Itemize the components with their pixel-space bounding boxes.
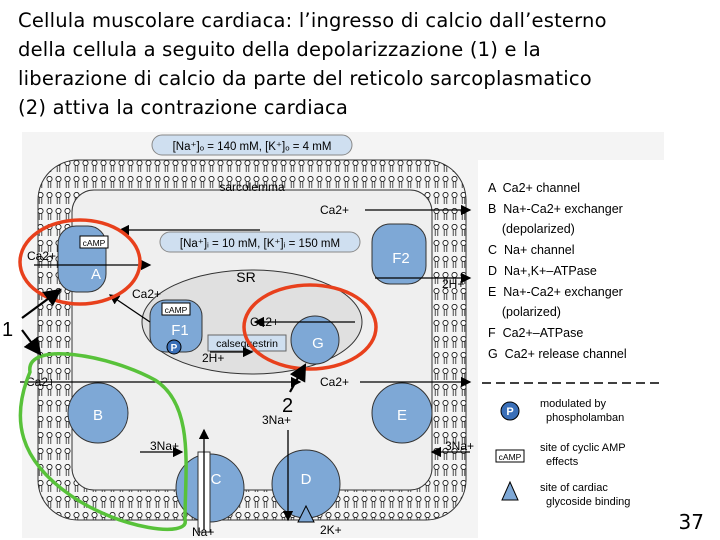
legend-item-a: A Ca2+ channel xyxy=(488,181,580,195)
channel-c-label: C xyxy=(211,471,222,488)
sr-label: SR xyxy=(236,269,255,285)
camp-label-f1: cAMP xyxy=(165,305,188,315)
legend-item-f: F Ca2+–ATPase xyxy=(488,326,583,340)
legend-item-d: D Na+,K+–ATPase xyxy=(488,264,597,278)
legend-item-b-sub: (depolarized) xyxy=(488,222,575,236)
channel-g-label: G xyxy=(312,335,324,352)
annotation-1-arrow-up xyxy=(21,288,62,319)
h-label-f1: 2H+ xyxy=(202,351,224,365)
highlight-exchanger xyxy=(18,352,188,531)
camp-site-a xyxy=(79,235,109,249)
channel-f2 xyxy=(371,223,427,285)
glycoside-site-d xyxy=(297,504,315,523)
channel-b-label: B xyxy=(93,407,103,424)
annotation-1-arrow-down xyxy=(21,329,42,356)
na-label-d: 3Na+ xyxy=(262,413,291,427)
ca-label-inside-sr: Ca2+ xyxy=(250,315,279,329)
cardiac-cell-diagram: [Na⁺]ₒ = 140 mM, [K⁺]ₒ = 4 mM sarcolemma… xyxy=(2,132,664,539)
intracellular-conc-label: [Na⁺]ᵢ = 10 mM, [K⁺]ᵢ = 150 mM xyxy=(180,238,340,250)
legend-panel xyxy=(478,160,664,538)
extracellular-conc-box xyxy=(151,134,353,156)
key-camp-line-1: site of cyclic AMP xyxy=(540,442,626,454)
title-line-2: della cellula a seguito della depolarizz… xyxy=(18,38,541,61)
na-label-e: 3Na+ xyxy=(445,439,474,453)
na-label-b: 3Na+ xyxy=(150,439,179,453)
legend-item-e-sub: (polarized) xyxy=(488,305,561,319)
key-phospholamban-line-2: phospholamban xyxy=(546,412,624,424)
highlight-release-channel xyxy=(242,283,378,371)
intracellular-conc-box xyxy=(159,231,361,253)
annotation-1: 1 xyxy=(2,319,13,341)
channel-a-label: A xyxy=(91,266,101,283)
glycoside-key-icon xyxy=(501,480,519,501)
camp-site-f1 xyxy=(161,302,191,316)
channel-e xyxy=(371,382,433,444)
phospholamban-site xyxy=(166,339,182,355)
page-number: 37 xyxy=(678,510,704,534)
ca-label-sr: Ca2+ xyxy=(132,287,161,301)
legend-item-c: C Na+ channel xyxy=(488,243,575,257)
legend-item-b: B Na+-Ca2+ exchanger xyxy=(488,202,623,216)
key-phospholamban-line-1: modulated by xyxy=(540,398,607,410)
calsequestrin-label: calsequestrin xyxy=(216,338,278,350)
channel-b xyxy=(67,382,129,444)
title-line-4: (2) attiva la contrazione cardiaca xyxy=(18,96,349,119)
channel-g xyxy=(290,315,340,365)
title-line-3: liberazione di calcio da parte del retic… xyxy=(18,67,592,90)
key-glycoside-line-1: site of cardiac xyxy=(540,482,608,494)
title-line-1: Cellula muscolare cardiaca: l’ingresso d… xyxy=(18,9,607,32)
ca-label-e: Ca2+ xyxy=(320,375,349,389)
phospholamban-key-p: P xyxy=(506,406,513,418)
na-label-c: Na+ xyxy=(192,525,214,539)
sarcolemma-label: sarcolemma xyxy=(219,180,285,194)
highlight-ca-channel xyxy=(18,218,142,306)
annotation-2-arrow xyxy=(289,363,307,393)
k-label-d: 2K+ xyxy=(320,523,342,537)
ca-label-top: Ca2+ xyxy=(320,203,349,217)
channel-d-label: D xyxy=(301,471,312,488)
camp-key-icon xyxy=(495,449,525,463)
h-label-f2: 2H+ xyxy=(442,277,464,291)
key-glycoside-line-2: glycoside binding xyxy=(546,496,630,508)
ca-label-a-out: Ca2+ xyxy=(27,249,56,263)
legend-item-g: G Ca2+ release channel xyxy=(488,347,627,361)
key-camp-line-2: effects xyxy=(546,456,579,468)
slide-title: Cellula muscolare cardiaca: l’ingresso d… xyxy=(18,6,708,122)
phospholamban-p: P xyxy=(171,343,178,354)
channel-f2-label: F2 xyxy=(392,250,410,267)
legend: A Ca2+ channel B Na+-Ca2+ exchanger (dep… xyxy=(488,181,627,361)
extracellular-conc-label: [Na⁺]ₒ = 140 mM, [K⁺]ₒ = 4 mM xyxy=(173,141,332,153)
channel-f1-label: F1 xyxy=(171,322,189,339)
camp-label-a: cAMP xyxy=(83,238,106,248)
channel-e-label: E xyxy=(397,407,407,424)
legend-item-e: E Na+-Ca2+ exchanger xyxy=(488,285,623,299)
annotation-2: 2 xyxy=(282,395,293,417)
camp-key-label: cAMP xyxy=(499,452,522,462)
phospholamban-key-icon xyxy=(500,401,520,421)
ca-label-b-out: Ca2+ xyxy=(26,375,55,389)
